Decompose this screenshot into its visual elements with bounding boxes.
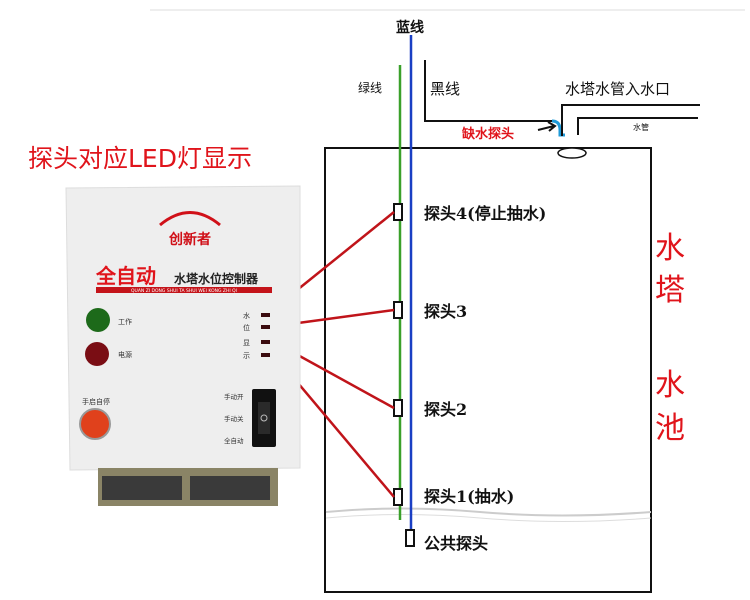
low-water-probe-tip xyxy=(551,119,565,137)
terminal-strip-right xyxy=(190,476,270,500)
tank-label: 水 xyxy=(655,231,685,266)
diagram-title: 探头对应LED灯显示 xyxy=(28,144,252,173)
controller-front xyxy=(65,185,301,471)
water-surface xyxy=(325,507,652,517)
switch-label-on: 手动开 xyxy=(224,392,244,401)
controller-title: 水塔水位控制器 xyxy=(174,271,259,286)
led-label: 显 xyxy=(243,339,250,347)
tank-label: 塔 xyxy=(655,273,685,308)
power-light xyxy=(85,342,109,366)
switch-indicator xyxy=(260,414,268,422)
controller-pinyin: QUAN ZI DONG SHUI TA SHUI WEI KONG ZHI Q… xyxy=(131,288,237,294)
led-label: 位 xyxy=(243,323,250,332)
brand-logo: 创新者 xyxy=(168,231,211,248)
probe-2 xyxy=(393,399,403,417)
black-wire xyxy=(424,60,552,122)
low-water-probe-label: 缺水探头 xyxy=(461,126,514,142)
tank-label: 池 xyxy=(655,411,685,446)
water-surface-2 xyxy=(325,514,652,522)
pipe-inner xyxy=(577,117,698,135)
brand-logo-arc xyxy=(159,211,221,227)
green-wire-label: 绿线 xyxy=(358,80,382,95)
probe-4-label: 探头4(停止抽水) xyxy=(424,204,546,223)
manual-start-button[interactable] xyxy=(79,408,111,440)
probes xyxy=(393,203,415,547)
common-probe xyxy=(405,529,415,547)
probe-1 xyxy=(393,488,403,506)
probe-4 xyxy=(393,203,403,221)
power-light-label: 电源 xyxy=(118,350,132,359)
led-1 xyxy=(261,353,270,357)
led-2 xyxy=(261,340,270,344)
probe-3-label: 探头3 xyxy=(424,302,467,321)
inlet-label: 水塔水管入水口 xyxy=(565,80,670,98)
pinyin-strip xyxy=(96,287,272,293)
terminal-strip-left xyxy=(102,476,182,500)
work-light-label: 工作 xyxy=(118,317,132,326)
pipe-outer xyxy=(561,104,700,136)
led-4 xyxy=(261,313,270,317)
probe-3 xyxy=(393,301,403,319)
controller-title-red: 全自动 xyxy=(95,264,156,288)
controller-box: 创新者 全自动 水塔水位控制器 QUAN ZI DONG SHUI TA SHU… xyxy=(65,185,301,506)
manual-button-label: 手启自停 xyxy=(82,397,110,406)
switch-label-auto: 全自动 xyxy=(224,436,244,445)
black-wire-label: 黑线 xyxy=(430,80,460,98)
switch-label-off: 手动关 xyxy=(224,414,244,423)
work-light xyxy=(86,308,110,332)
led-3 xyxy=(261,325,270,329)
common-probe-label: 公共探头 xyxy=(424,534,488,553)
led-label: 示 xyxy=(243,352,250,360)
tank-label: 水 xyxy=(655,368,685,403)
blue-wire-label: 蓝线 xyxy=(396,19,424,36)
arrow-icon xyxy=(537,121,557,132)
probe-2-label: 探头2 xyxy=(424,400,467,419)
led-label: 水 xyxy=(243,311,250,320)
pipe-label: 水管 xyxy=(633,122,649,132)
level-leds xyxy=(261,313,270,357)
mode-switch-rocker xyxy=(258,402,270,434)
inlet-hole xyxy=(557,147,587,159)
probe-1-label: 探头1(抽水) xyxy=(424,487,514,506)
